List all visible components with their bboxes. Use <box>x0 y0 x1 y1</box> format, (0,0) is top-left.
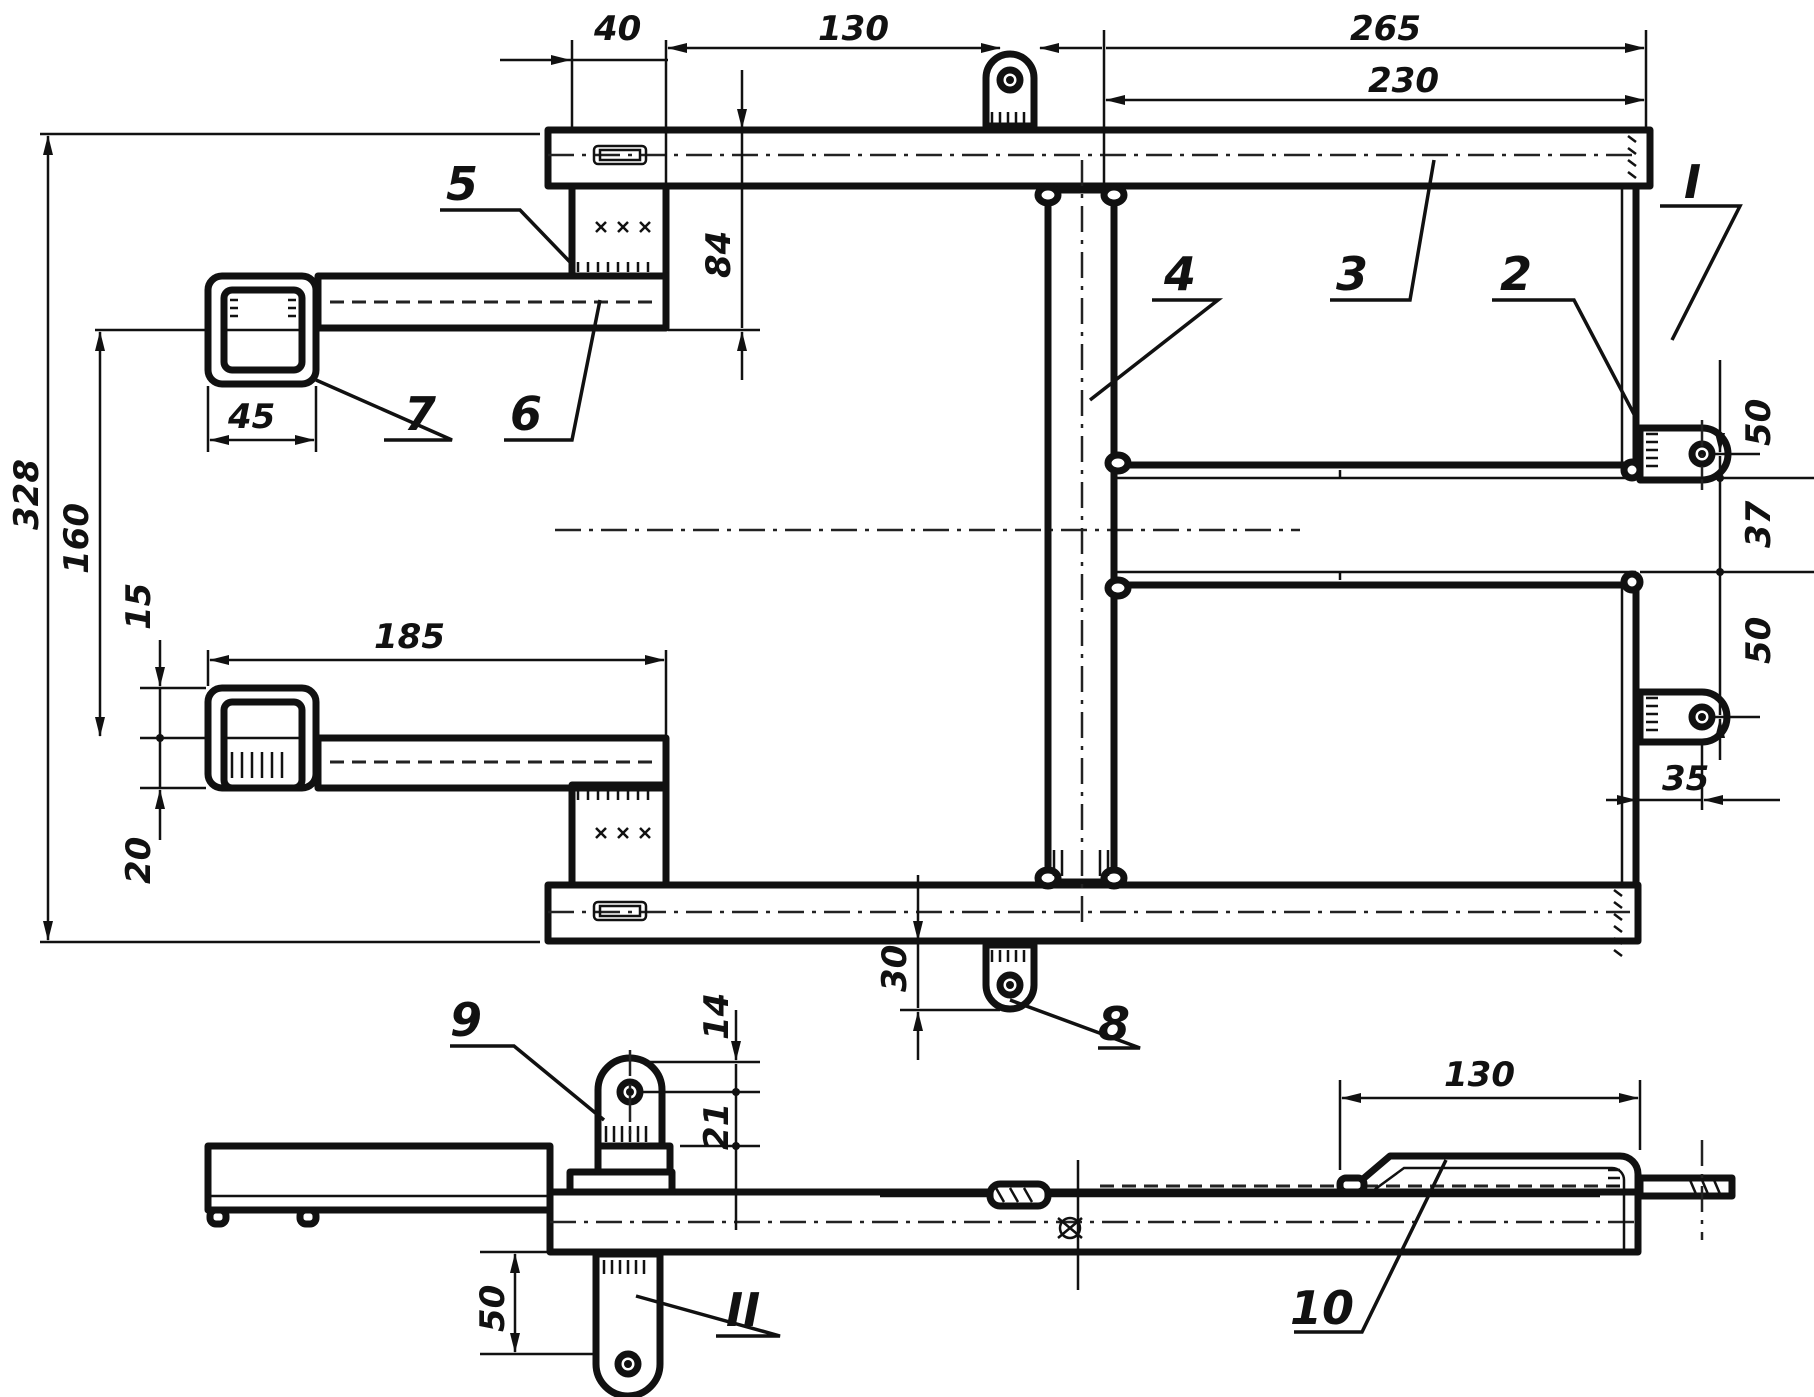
bottom-side-member <box>544 881 1642 957</box>
lower-front-arm <box>204 684 670 889</box>
dim-35: 35 <box>1662 759 1709 799</box>
dim-15: 15 <box>119 583 159 630</box>
dim-30: 30 <box>875 945 915 992</box>
upper-front-arm <box>204 182 670 388</box>
upper-rear-eye-lug <box>1636 420 1732 490</box>
part-number-labels: I 2 3 4 5 6 7 8 9 10 II <box>404 155 1701 1337</box>
bottom-mounting-lug <box>982 941 1038 1013</box>
leader-lines <box>315 159 1743 1338</box>
part-label-7: 7 <box>404 387 436 441</box>
side-cross-member-section <box>986 1160 1083 1290</box>
part-label-8: 8 <box>1098 997 1130 1051</box>
side-upper-eye-lug <box>594 1050 666 1150</box>
dim-50-side: 50 <box>473 1285 513 1332</box>
side-rear-eye-edge <box>1636 1140 1736 1240</box>
part-label-3: 3 <box>1336 247 1368 301</box>
part-label-11: II <box>726 1283 760 1337</box>
dim-40: 40 <box>593 9 641 49</box>
top-side-member <box>544 126 1654 191</box>
part-label-9: 9 <box>450 993 482 1047</box>
dim-14: 14 <box>697 993 737 1040</box>
side-front-arm <box>204 1142 554 1214</box>
dim-37: 37 <box>1739 500 1779 548</box>
dim-130-top: 130 <box>818 9 889 49</box>
dim-185: 185 <box>374 617 445 657</box>
side-view <box>204 1050 1736 1397</box>
dim-20: 20 <box>119 837 159 884</box>
dim-328: 328 <box>7 459 47 530</box>
part-label-2: 2 <box>1500 247 1532 301</box>
dim-45: 45 <box>227 397 275 437</box>
dim-265: 265 <box>1350 9 1421 49</box>
dimension-labels: 40 130 265 230 84 328 160 45 15 185 20 5… <box>7 9 1779 1332</box>
dim-230: 230 <box>1368 61 1439 101</box>
dim-130-side: 130 <box>1444 1055 1515 1095</box>
part-label-6: 6 <box>510 387 542 441</box>
part-label-1: I <box>1684 155 1701 209</box>
side-lower-eye-lug <box>592 1250 664 1397</box>
part-label-5: 5 <box>446 157 478 211</box>
upper-rear-bracket <box>1104 186 1644 482</box>
side-handle-bracket <box>1336 1152 1642 1250</box>
dim-50-lower: 50 <box>1739 617 1779 664</box>
top-mounting-lug <box>982 50 1038 130</box>
dim-160: 160 <box>57 503 97 574</box>
part-label-10: 10 <box>1290 1281 1354 1335</box>
lower-rear-eye-lug <box>1636 688 1731 746</box>
plan-view <box>204 50 1732 1013</box>
dimension-lines <box>40 30 1814 1356</box>
dim-21: 21 <box>697 1103 737 1150</box>
dim-50-upper: 50 <box>1739 399 1779 446</box>
lower-rear-bracket <box>1104 570 1644 885</box>
dim-84: 84 <box>699 231 739 278</box>
cross-member <box>1034 160 1128 930</box>
part-label-4: 4 <box>1163 247 1196 301</box>
